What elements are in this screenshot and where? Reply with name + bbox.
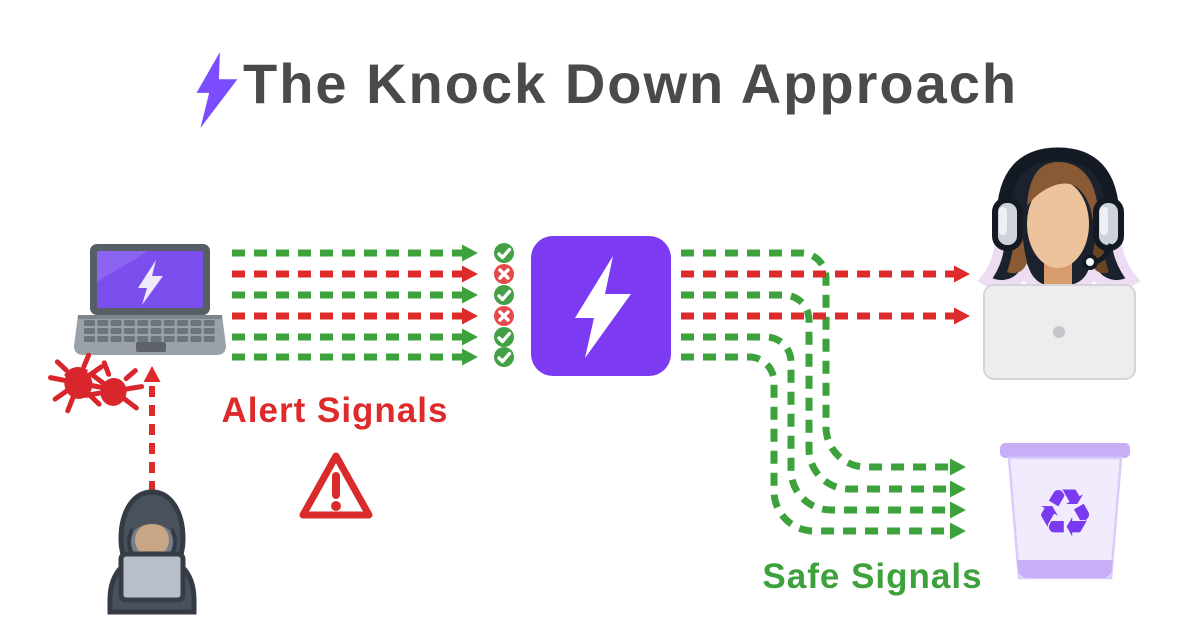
check-glyph — [497, 351, 512, 364]
headset-mic-icon — [1082, 254, 1098, 270]
recycle-icon: ♻ — [1035, 475, 1094, 552]
status-check-icon — [494, 243, 514, 263]
lightning-filter-node — [531, 236, 671, 376]
attacker-illustration — [107, 489, 197, 615]
bin-rim — [1000, 443, 1130, 458]
infected-laptop-illustration — [74, 244, 226, 355]
attacker-laptop — [118, 551, 186, 603]
safe-arrow-to-bin — [681, 333, 966, 519]
agent-face — [1027, 180, 1089, 268]
headphones-band — [996, 147, 1120, 221]
headphone-right-cup — [1093, 197, 1124, 251]
x-glyph — [498, 310, 510, 322]
title-lightning-bolt-icon — [196, 52, 238, 128]
screen-lightning-bolt-icon — [138, 260, 163, 305]
warning-triangle-icon — [299, 452, 373, 519]
support-agent-illustration — [977, 146, 1141, 380]
check-glyph — [497, 289, 512, 302]
headphone-left-cup — [992, 197, 1023, 251]
safe-arrow-to-bin — [681, 353, 966, 540]
safe-signals-label: Safe Signals — [762, 557, 983, 596]
laptop-logo-dot — [1053, 326, 1065, 338]
check-glyph — [497, 331, 512, 344]
laptop-trackpad — [136, 342, 166, 352]
x-glyph — [498, 268, 510, 280]
check-glyph — [497, 247, 512, 260]
malware-bugs-icon — [47, 352, 145, 414]
alert-signals-label: Alert Signals — [221, 391, 449, 430]
status-check-icon — [494, 327, 514, 347]
recycle-bin-illustration: ♻ — [1000, 443, 1130, 580]
bin-body — [1007, 456, 1123, 580]
status-check-icon — [494, 347, 514, 367]
safe-arrow-to-bin — [681, 291, 966, 498]
attacker-face — [135, 523, 169, 557]
status-check-icon — [494, 285, 514, 305]
page-title: The Knock Down Approach — [243, 52, 1019, 115]
bin-bottom-band — [1017, 560, 1113, 578]
laptop-keyboard — [84, 320, 215, 342]
lightning-bolt-icon — [575, 256, 631, 358]
safe-arrow-to-bin — [681, 249, 966, 476]
